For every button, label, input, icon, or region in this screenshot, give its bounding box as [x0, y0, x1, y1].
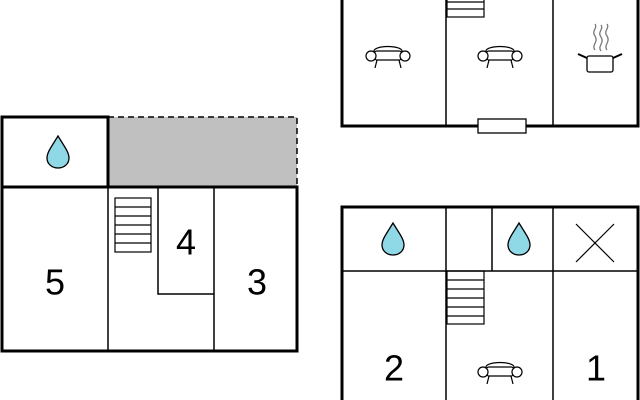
terrace-area — [108, 117, 297, 187]
sofa-icon — [365, 45, 411, 69]
terrace-dashed-edge — [108, 116, 298, 187]
stairs-icon — [114, 197, 152, 253]
room-number-1: 1 — [586, 348, 606, 389]
sofa-icon — [477, 361, 523, 385]
door-window-icon — [477, 118, 527, 134]
sofa-icon — [477, 45, 523, 69]
room-number-4: 4 — [176, 222, 196, 263]
water-drop-icon — [46, 135, 70, 169]
room-number-5: 5 — [45, 262, 65, 303]
water-drop-icon — [507, 222, 531, 256]
left-main-outline — [0, 185, 299, 353]
water-drop-icon — [381, 222, 405, 256]
cross-icon — [575, 223, 615, 263]
left-building: 5 4 3 — [0, 115, 299, 353]
bottom-right-building: 2 1 — [340, 205, 640, 400]
bottom-right-outline — [340, 205, 640, 400]
stairs-icon — [446, 270, 485, 325]
room-4-outline — [157, 187, 214, 295]
top-right-building — [340, 0, 640, 134]
room-number-2: 2 — [384, 348, 404, 389]
room-number-3: 3 — [247, 262, 267, 303]
stairs-icon — [446, 0, 485, 18]
cooking-pot-icon — [577, 23, 623, 73]
